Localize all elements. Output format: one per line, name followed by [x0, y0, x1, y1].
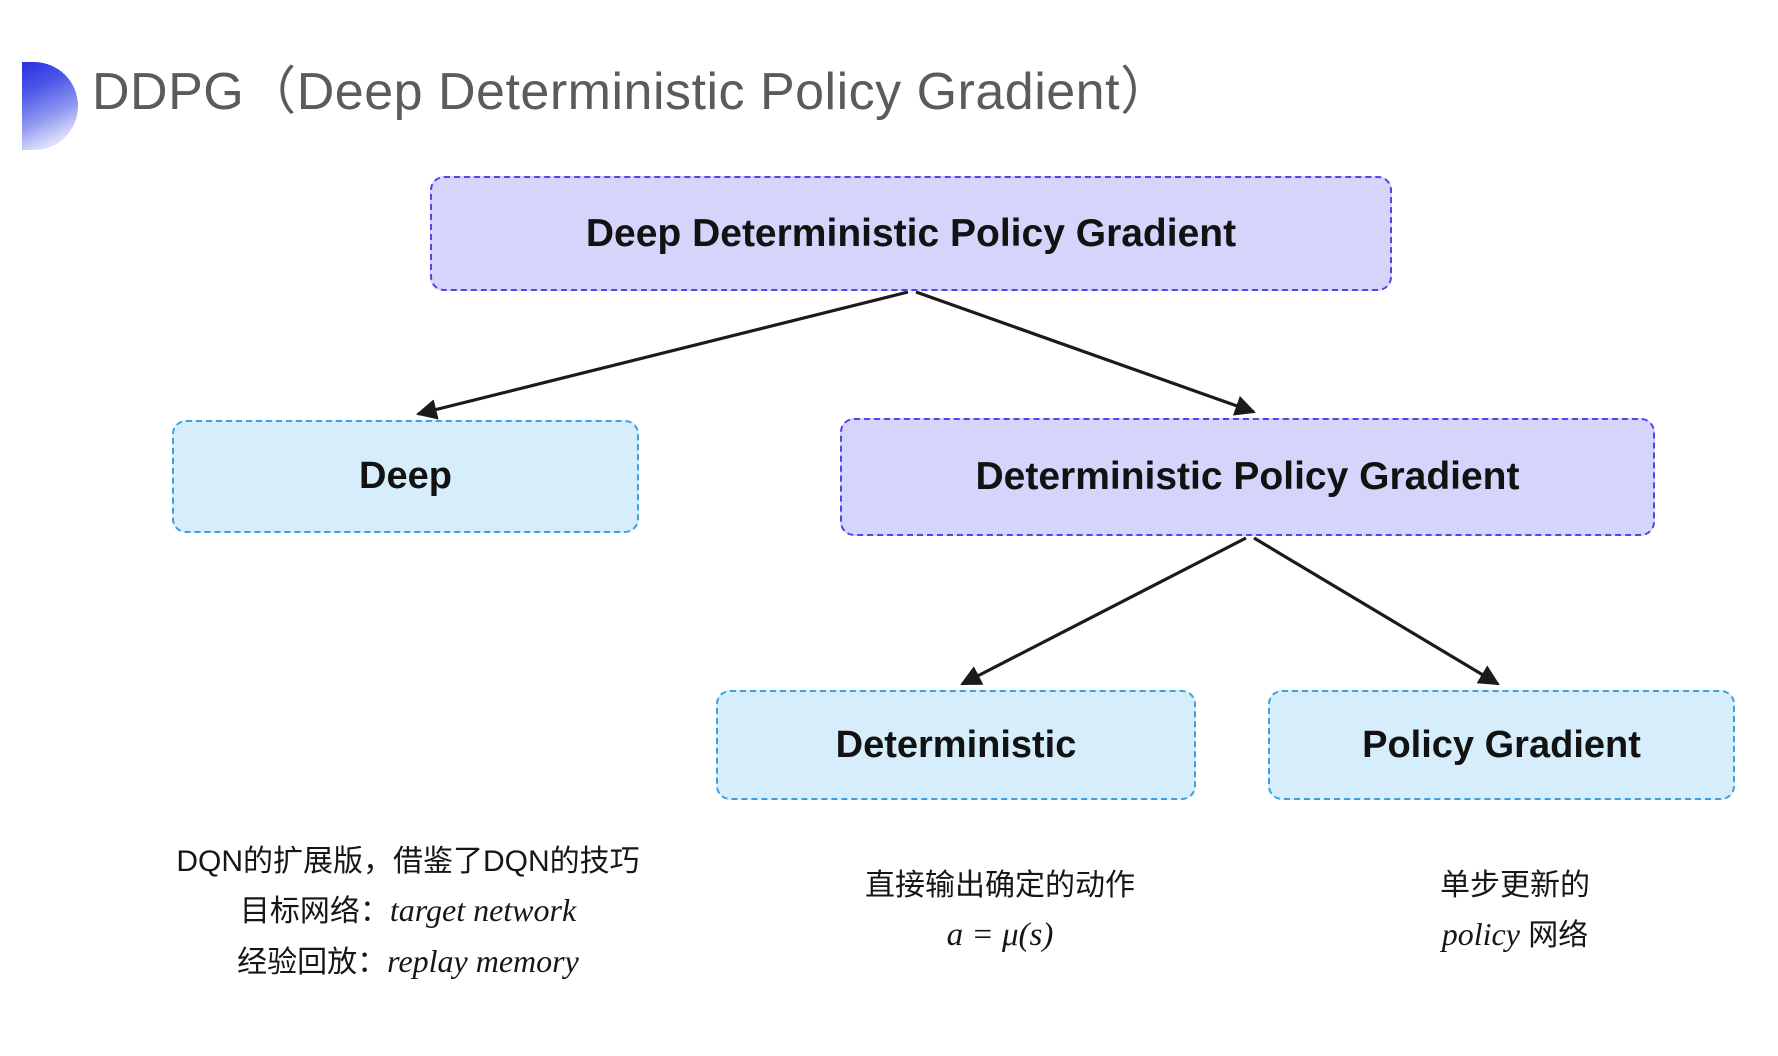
annotation-deep-line3: 经验回放：replay memory: [148, 936, 668, 987]
annotation-deterministic: 直接输出确定的动作 a = μ(s): [770, 862, 1230, 962]
annotation-policy-gradient-suffix: 网络: [1519, 919, 1589, 953]
node-root[interactable]: Deep Deterministic Policy Gradient: [430, 176, 1392, 291]
node-deterministic-policy-gradient[interactable]: Deterministic Policy Gradient: [840, 418, 1655, 536]
edge-root-to-dpg: [915, 290, 1256, 416]
annotation-deterministic-line1: 直接输出确定的动作: [865, 869, 1135, 902]
annotation-deep-line3-term: replay memory: [387, 942, 579, 979]
annotation-policy-gradient: 单步更新的 policy 网络: [1350, 862, 1680, 960]
node-deep[interactable]: Deep: [172, 420, 639, 533]
annotation-deep-line1: DQN的扩展版，借鉴了DQN的技巧: [176, 845, 640, 878]
annotation-deep: DQN的扩展版，借鉴了DQN的技巧 目标网络：target network 经验…: [148, 838, 668, 986]
edge-dpg-to-deterministic: [960, 536, 1247, 686]
annotation-deep-line2-label: 目标网络：: [239, 895, 390, 929]
annotation-deep-line2-term: target network: [389, 892, 577, 929]
node-deterministic[interactable]: Deterministic: [716, 690, 1196, 800]
annotation-policy-gradient-term: policy: [1441, 916, 1520, 953]
page-title: DDPG（Deep Deterministic Policy Gradient）: [92, 63, 1173, 121]
edge-dpg-to-policy-gradient: [1253, 536, 1500, 686]
annotation-policy-gradient-line1: 单步更新的: [1440, 869, 1590, 902]
annotation-deep-line2: 目标网络：target network: [148, 885, 668, 936]
annotation-policy-gradient-line2: policy 网络: [1350, 909, 1680, 960]
edge-root-to-deep: [415, 290, 909, 420]
half-circle-gradient-icon: [22, 62, 78, 150]
node-policy-gradient[interactable]: Policy Gradient: [1268, 690, 1735, 800]
annotation-deep-line3-label: 经验回放：: [237, 945, 388, 979]
annotation-deterministic-formula: a = μ(s): [946, 917, 1054, 954]
